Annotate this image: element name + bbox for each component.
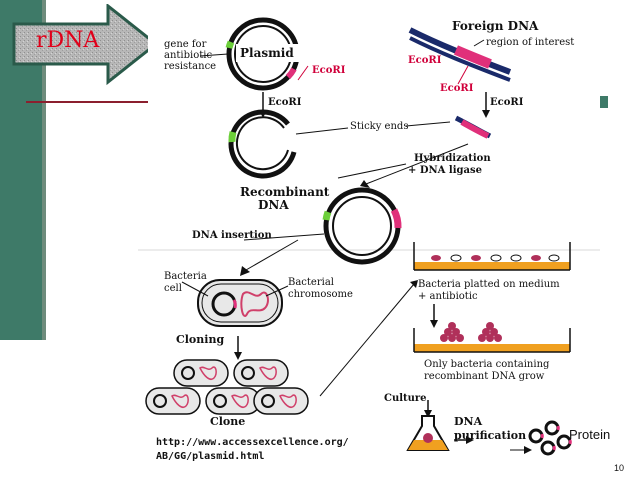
dna-fragment: [454, 115, 492, 139]
ecori-plasmid-label: EcoRI: [312, 65, 346, 76]
recombinant-circle: [322, 187, 402, 265]
source-url-2: AB/GG/plasmid.html: [156, 451, 265, 462]
purification-label-1: DNA: [454, 415, 483, 428]
page-number: 10: [614, 463, 625, 473]
gene-label-1: gene for: [164, 39, 207, 50]
recombinant-label-2: DNA: [258, 198, 289, 212]
recombinant-label-1: Recombinant: [240, 185, 330, 199]
plasmid-circle: [225, 17, 300, 91]
dna-insertion-label: DNA insertion: [192, 230, 272, 241]
cloning-label: Cloning: [176, 333, 225, 346]
gene-label-2: antibiotic: [164, 50, 213, 61]
bacterial-label-2: chromosome: [288, 289, 353, 300]
culture-label: Culture: [384, 393, 427, 404]
bacterial-label-1: Bacterial: [288, 277, 334, 288]
clone-cells: [145, 359, 309, 415]
hybridization-label-2: + DNA ligase: [408, 165, 482, 176]
region-label: region of interest: [486, 37, 575, 48]
purified-plasmids: [528, 420, 572, 456]
bacteria-label-1: Bacteria: [164, 271, 207, 282]
flask: [406, 415, 450, 451]
only-bacteria-label-2: recombinant DNA grow: [424, 371, 545, 382]
cut-plasmid: [228, 109, 297, 179]
platted-label-1: Bacteria platted on medium: [418, 279, 560, 290]
ecori-foreign-label-2: EcoRI: [440, 83, 474, 94]
ecori-foreign-label-1: EcoRI: [408, 55, 442, 66]
ecori-arrow-right-label: EcoRI: [490, 97, 524, 108]
sidebar-shadow: [42, 0, 46, 340]
foreign-dna-strands: [408, 27, 512, 82]
source-url-1: http://www.accessexcellence.org/: [156, 437, 349, 448]
slide-title: rDNA: [36, 28, 100, 53]
hybridization-label-1: Hybridization: [414, 153, 491, 164]
only-bacteria-label-1: Only bacteria containing: [424, 359, 550, 370]
bacteria-cell: [197, 279, 283, 327]
foreign-dna-label: Foreign DNA: [452, 19, 539, 33]
ecori-arrow-left-label: EcoRI: [268, 97, 302, 108]
sticky-ends-label: Sticky ends: [350, 121, 409, 132]
plasmid-label: Plasmid: [240, 46, 294, 60]
title-arrow: [12, 4, 159, 86]
bacteria-label-2: cell: [164, 283, 182, 294]
purification-label-2: purification: [454, 429, 527, 442]
gene-label-3: resistance: [164, 61, 217, 72]
plate-dish-1: [413, 242, 571, 271]
rdna-diagram: [138, 14, 600, 456]
protein-label: Protein: [569, 427, 611, 442]
title-rule: [26, 101, 150, 103]
platted-label-2: + antibiotic: [418, 291, 478, 302]
plate-dish-2: [413, 322, 571, 353]
clone-label: Clone: [210, 415, 246, 428]
